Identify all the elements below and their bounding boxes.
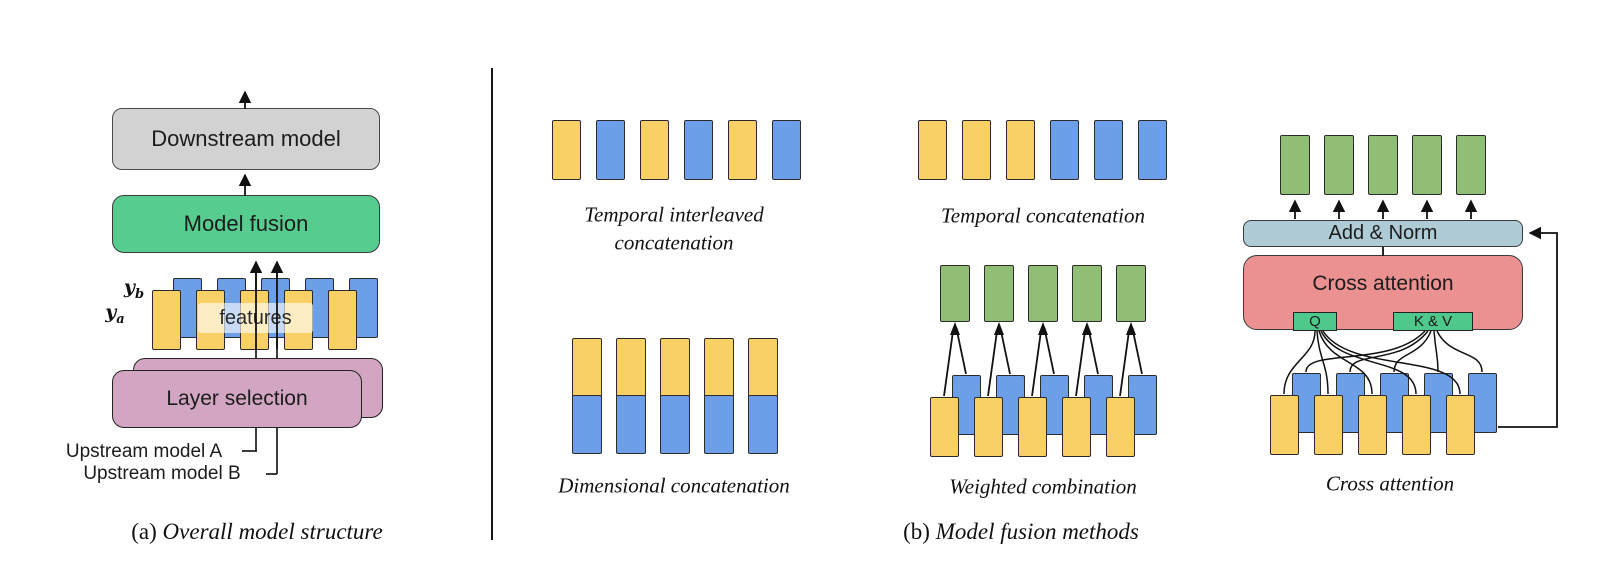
add-norm-box: Add & Norm [1243,220,1523,247]
block-blue [616,395,646,454]
block-yellow [552,120,581,180]
block-sage [1116,265,1146,322]
block-yellow [974,397,1003,457]
dimensional-concatenation-label: Dimensional concatenation [558,473,790,498]
caption-a-prefix: (a) [131,519,157,544]
block-yellow [152,290,181,350]
features-label: features [219,306,292,329]
dimensional-concatenation-columns [572,338,778,454]
block-blue [1138,120,1167,180]
block-yellow [748,338,778,397]
q-box: Q [1293,312,1337,331]
weighted-combination-label: Weighted combination [949,474,1137,499]
cross-attention-output-blocks [1280,135,1486,195]
y-b-label: yb [123,276,145,302]
y-a-label: ya [105,301,125,327]
block-yellow [1446,395,1475,455]
model-fusion-box: Model fusion [112,195,380,253]
block-yellow [1358,395,1387,455]
weighted-output-blocks [940,265,1146,322]
block-blue [772,120,801,180]
cross-attention-box-label: Cross attention [1312,272,1454,295]
block-sage [984,265,1014,322]
block-blue [704,395,734,454]
caption-a-text: Overall model structure [162,519,383,544]
block-blue [596,120,625,180]
block-yellow [1018,397,1047,457]
caption-b-prefix: (b) [903,519,930,544]
features-overlay: features [198,303,313,333]
caption-b: (b) Model fusion methods [903,519,1139,545]
block-yellow [704,338,734,397]
block-yellow [1106,397,1135,457]
block-blue [748,395,778,454]
temporal-interleaved-blocks [552,120,801,180]
kv-box: K & V [1393,312,1473,331]
layer-selection-box-front: Layer selection [112,370,362,428]
block-yellow [918,120,947,180]
temporal-concatenation-blocks [918,120,1167,180]
block-yellow [1402,395,1431,455]
block-yellow [1314,395,1343,455]
stacked-column [660,338,690,454]
block-sage [1368,135,1398,195]
layer-selection-label: Layer selection [166,387,308,410]
block-yellow [572,338,602,397]
block-yellow [728,120,757,180]
stacked-column [748,338,778,454]
block-blue [572,395,602,454]
caption-a: (a) Overall model structure [131,519,382,545]
caption-b-text: Model fusion methods [935,519,1139,544]
block-yellow [1062,397,1091,457]
block-yellow [328,290,357,350]
block-sage [1280,135,1310,195]
cross-attention-label: Cross attention [1325,471,1455,496]
block-blue [660,395,690,454]
stacked-column [704,338,734,454]
block-sage [1072,265,1102,322]
stacked-column [572,338,602,454]
stacked-column [616,338,646,454]
block-yellow [962,120,991,180]
block-yellow [660,338,690,397]
block-blue [1094,120,1123,180]
block-yellow [1270,395,1299,455]
block-yellow [616,338,646,397]
panel-divider [491,68,493,540]
q-label: Q [1309,313,1321,330]
temporal-interleaved-label: Temporal interleaved concatenation [584,202,764,255]
upstream-model-a-label: Upstream model A [65,441,223,462]
block-sage [1028,265,1058,322]
block-yellow [930,397,959,457]
block-sage [1412,135,1442,195]
upstream-model-b-label: Upstream model B [83,463,241,484]
temporal-concatenation-label: Temporal concatenation [941,203,1145,228]
block-yellow [640,120,669,180]
block-yellow [1006,120,1035,180]
downstream-model-label: Downstream model [151,126,341,151]
model-fusion-label: Model fusion [183,211,309,236]
cross-attention-box: Cross attention [1243,255,1523,330]
add-norm-label: Add & Norm [1328,222,1438,244]
downstream-model-box: Downstream model [112,108,380,170]
block-blue [1050,120,1079,180]
block-sage [1324,135,1354,195]
block-sage [1456,135,1486,195]
block-blue [684,120,713,180]
block-sage [940,265,970,322]
kv-label: K & V [1413,313,1453,330]
